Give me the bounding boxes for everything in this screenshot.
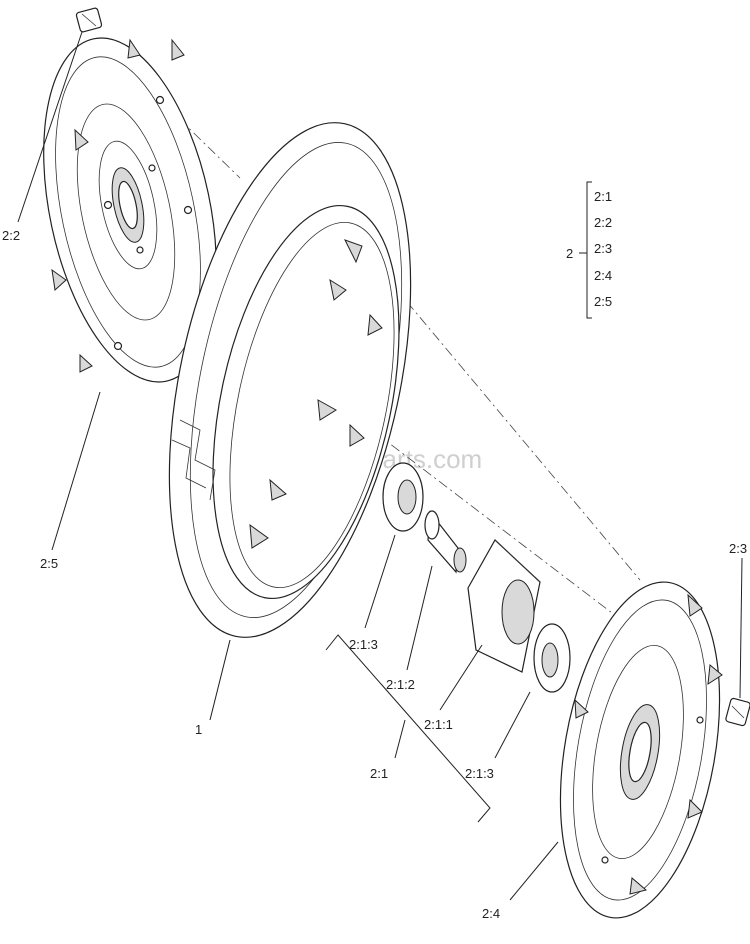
- nut-top-left: [75, 7, 103, 33]
- spacer-housing: [467, 539, 541, 673]
- callout-2-4: 2:4: [482, 906, 500, 921]
- sleeve: [424, 510, 467, 574]
- callout-1: 1: [195, 722, 202, 737]
- legend-item: 2:2: [594, 215, 612, 230]
- legend-item: 2:3: [594, 241, 612, 256]
- callout-2-1-3-left: 2:1:3: [349, 637, 378, 652]
- hub-cap-right: [559, 581, 723, 919]
- legend-item: 2:4: [594, 268, 612, 283]
- legend-item: 2:5: [594, 294, 612, 309]
- callout-2-3: 2:3: [729, 541, 747, 556]
- tire: [168, 122, 412, 638]
- legend-bracket: 2 2:1 2:2 2:3 2:4 2:5: [566, 181, 612, 319]
- leader-lines: [17, 31, 743, 901]
- nut-right: [725, 697, 750, 727]
- legend-item: 2:1: [594, 189, 612, 204]
- callout-2-1-3-right: 2:1:3: [465, 766, 494, 781]
- bearing-right: [533, 623, 571, 693]
- hub-cap-left: [43, 37, 217, 383]
- callout-labels: 2:2 2:5 1 2:1:3 2:1:2 2:1:1 2:1 2:1:3 2:…: [2, 228, 747, 921]
- bearing-left: [382, 462, 424, 532]
- callout-2-1-1: 2:1:1: [424, 717, 453, 732]
- callout-2-2: 2:2: [2, 228, 20, 243]
- callout-2-1-2: 2:1:2: [386, 677, 415, 692]
- callout-2-5: 2:5: [40, 556, 58, 571]
- legend-parent: 2: [566, 246, 573, 261]
- callout-2-1: 2:1: [370, 766, 388, 781]
